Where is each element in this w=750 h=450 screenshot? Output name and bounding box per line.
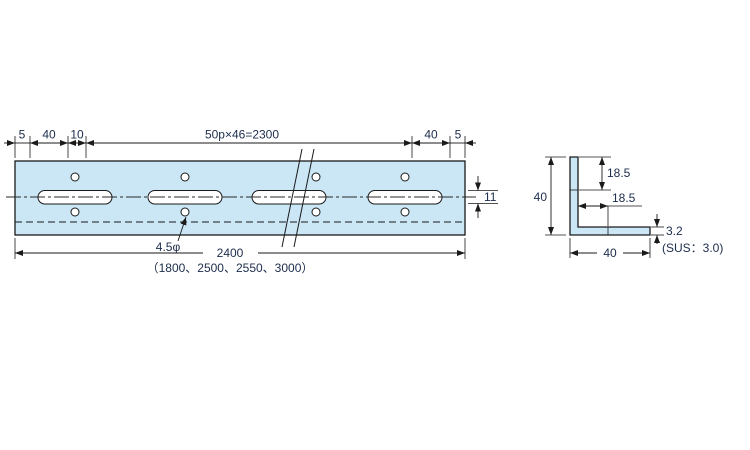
leg-width-dimension: 40: [569, 238, 651, 260]
dim-label-offset: 10: [70, 128, 84, 142]
dim-label-overall-length: 2400: [217, 246, 244, 260]
thickness-dimension: 3.2 (SUS：3.0): [651, 214, 723, 255]
hole-diameter-callout: 4.5φ: [156, 216, 187, 254]
round-hole: [311, 207, 321, 217]
label-length-options: （1800、2500、2550、3000）: [147, 261, 314, 275]
dim-label-leg-height: 40: [534, 190, 548, 204]
hole-offset-top-dimension: 18.5: [579, 156, 631, 191]
round-hole: [311, 172, 321, 182]
dim-label-leg-width: 40: [603, 246, 617, 260]
angle-profile: [569, 156, 651, 236]
label-material-note: (SUS：3.0): [662, 241, 723, 255]
leader-line: [177, 216, 187, 242]
dim-label-right-margin: 5: [455, 128, 462, 142]
round-hole: [400, 172, 410, 182]
overall-length-dimension: 2400 （1800、2500、2550、3000）: [14, 238, 466, 275]
break-line: [293, 148, 315, 248]
dim-label-left-pitch: 40: [42, 128, 56, 142]
dim-label-thickness: 3.2: [666, 224, 683, 238]
round-hole: [400, 207, 410, 217]
round-hole: [70, 172, 80, 182]
round-hole: [180, 207, 190, 217]
dim-label-pitch-run: 50p×46=2300: [205, 128, 279, 142]
round-hole: [180, 172, 190, 182]
break-line: [281, 148, 303, 248]
round-hole: [70, 207, 80, 217]
dim-label-right-pitch: 40: [424, 128, 438, 142]
dim-label-slot-width: 11: [484, 190, 497, 204]
hole-offset-side-dimension: 18.5: [578, 191, 642, 226]
plan-view: 5 40 10 50p×46=2300 40 5 11 4.5φ 2400: [4, 128, 498, 275]
slot-width-dimension: 11: [468, 176, 498, 218]
dim-label-left-margin: 5: [19, 128, 26, 142]
label-hole-diameter: 4.5φ: [156, 240, 181, 254]
section-view: 40 18.5 18.5 3.2 (SUS：3.0): [534, 156, 723, 260]
leg-height-dimension: 40: [534, 156, 566, 236]
break-mark: [281, 148, 315, 248]
dim-label-hole-offset-side: 18.5: [612, 191, 636, 205]
top-dimension-chain: 5 40 10 50p×46=2300 40 5: [4, 128, 476, 158]
dim-label-hole-offset-top: 18.5: [607, 166, 631, 180]
